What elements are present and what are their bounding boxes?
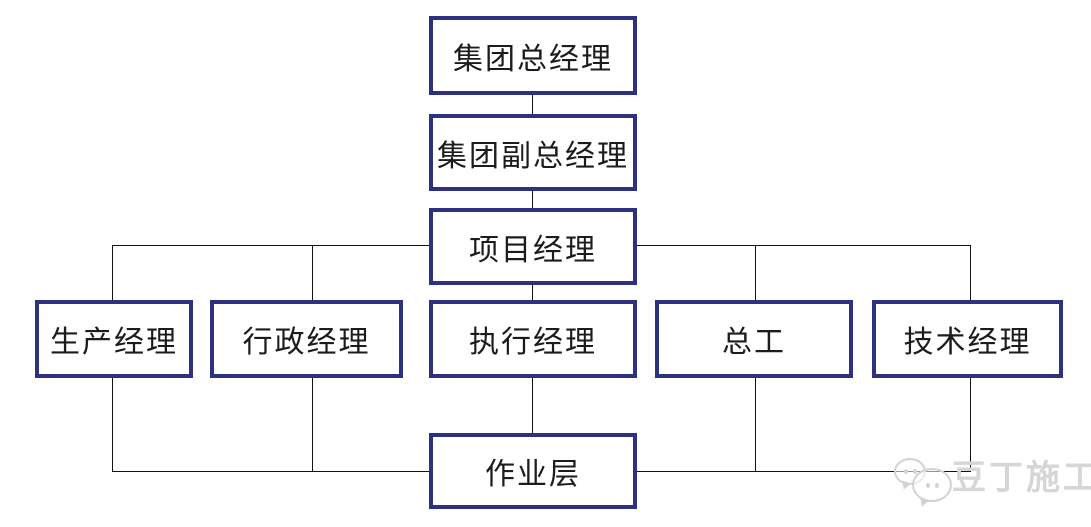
node-production-manager: 生产经理 [35,300,193,378]
node-operation-layer: 作业层 [429,433,637,509]
connector-drop-chief-engineer [755,245,756,300]
connector-drop-administrative [312,245,313,300]
node-label: 作业层 [485,458,581,491]
connector-production-to-ops [112,378,113,471]
node-label: 行政经理 [242,326,371,359]
connector-admin-to-ops [312,378,313,471]
connector-gm-to-deputy [532,95,533,114]
bubble-eye [934,482,939,488]
node-label: 集团副总经理 [437,139,629,173]
bubble-eye [912,469,917,474]
node-group-deputy-general-manager: 集团副总经理 [429,114,637,191]
node-project-manager: 项目经理 [429,208,637,285]
connector-drop-technical [970,245,971,300]
speech-bubble-icon [912,468,952,502]
connector-ops-right-branch [637,471,971,472]
watermark: 豆丁施工 [890,454,1091,504]
connector-pm-right-branch [637,245,971,246]
node-label: 项目经理 [469,233,597,267]
connector-deputy-to-pm [532,191,533,208]
node-label: 执行经理 [469,326,597,359]
node-executive-manager: 执行经理 [429,300,637,378]
connector-pm-left-branch [112,245,429,246]
node-group-general-manager: 集团总经理 [429,16,637,95]
connector-ops-left-branch [112,471,429,472]
node-technical-manager: 技术经理 [872,300,1063,378]
bubble-eye [903,469,908,474]
node-label: 总工 [722,326,786,359]
watermark-text: 豆丁施工 [952,460,1091,497]
connector-drop-production [112,245,113,300]
node-label: 技术经理 [903,326,1032,359]
connector-chief-to-ops [755,378,756,471]
node-chief-engineer: 总工 [655,300,853,378]
connector-executive-to-ops [532,378,533,433]
connector-drop-executive [532,285,533,300]
node-label: 生产经理 [50,326,178,359]
docin-chat-bubbles-icon [890,454,952,504]
node-administrative-manager: 行政经理 [210,300,403,378]
bubble-eye [925,482,930,488]
node-label: 集团总经理 [453,42,613,76]
connector-technical-to-ops [970,378,971,471]
